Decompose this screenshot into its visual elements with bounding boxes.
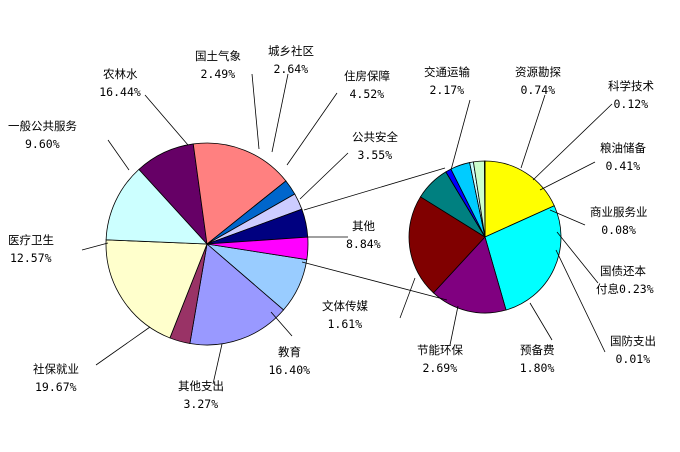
pie1-value-10: 3.55% <box>358 148 393 162</box>
pie2-leader-2 <box>399 277 416 319</box>
pie1-leader-6 <box>144 94 189 146</box>
pie2-leader-1 <box>449 305 459 346</box>
pie1-leader-9 <box>286 92 338 166</box>
pie2-label-5: 科学技术 <box>608 79 654 93</box>
pie1-label-10: 公共安全 <box>352 130 398 144</box>
pie1-leader-10 <box>299 152 349 200</box>
pie1-value-0: 8.84% <box>346 237 381 251</box>
pie1-label-4: 医疗卫生 <box>8 233 54 247</box>
pie1-value-2: 3.27% <box>184 397 219 411</box>
pie2-leader-4 <box>520 94 546 169</box>
pie2-value-1: 2.69% <box>423 361 458 375</box>
pie2-label-4: 资源勘探 <box>515 65 561 79</box>
leader-lines <box>81 73 613 385</box>
pie2-label-0: 预备费 <box>520 343 555 357</box>
pie1-value-8: 2.64% <box>274 62 309 76</box>
pie2-leader-5 <box>532 103 613 181</box>
pie1-label-3: 社保就业 <box>33 362 79 376</box>
connector-bottom <box>301 261 448 301</box>
pie2-leader-0 <box>529 302 553 341</box>
pie1-label-2: 其他支出 <box>178 379 224 393</box>
pie1-leader-8 <box>271 73 289 153</box>
pie2-slice-1 <box>484 205 562 311</box>
pie1-label-7: 国土气象 <box>195 49 241 63</box>
pie2-value-7: 0.08% <box>601 223 636 237</box>
pie2-label-7: 商业服务业 <box>590 205 648 219</box>
pie-connector-lines <box>301 167 448 301</box>
pie2-label-1: 节能环保 <box>417 343 463 357</box>
pie2-label-6: 粮油储备 <box>600 141 646 155</box>
pie2-slice-0 <box>484 160 555 238</box>
pie1-label-9: 住房保障 <box>344 69 390 83</box>
pie1-leader-7 <box>251 73 260 150</box>
pie1-slice-4 <box>105 168 208 245</box>
pie1-label-0: 其他 <box>352 219 375 233</box>
pie1-leader-2 <box>212 343 223 385</box>
pie1-label-8: 城乡社区 <box>268 44 314 58</box>
pie1-leader-1 <box>270 311 293 337</box>
pie1-leader-3 <box>95 326 151 366</box>
pie1-slice-3 <box>105 239 208 339</box>
secondary-pie <box>408 160 562 314</box>
pie1-label-6: 农林水 <box>103 67 138 81</box>
pie2-value-6: 0.41% <box>606 159 641 173</box>
pie2-leader-6 <box>539 161 596 191</box>
pie2-label-8: 国债还本 <box>600 264 646 278</box>
pie2-slice-2 <box>432 236 507 314</box>
pie2-value-0: 1.80% <box>520 361 555 375</box>
pie1-value-4: 12.57% <box>10 251 52 265</box>
pie2-value-5: 0.12% <box>614 97 649 111</box>
pie2-label-3: 交通运输 <box>424 65 470 79</box>
pie1-slice-10 <box>206 236 309 261</box>
pie1-value-9: 4.52% <box>350 87 385 101</box>
pie2-leader-9 <box>555 249 606 353</box>
pie2-value-3: 2.17% <box>430 83 465 97</box>
pie2-value-2: 1.61% <box>328 317 363 331</box>
data-labels: 其他 8.84% 教育 16.40% 其他支出 3.27% 社保就业 19.67% 医疗卫生 12… <box>8 44 656 411</box>
pie1-value-3: 19.67% <box>35 380 77 394</box>
connector-top <box>303 167 446 211</box>
pie2-value-8: 付息0.23% <box>596 282 654 296</box>
pie2-label-2: 文体传媒 <box>322 299 368 313</box>
pie2-label-9: 国防支出 <box>610 334 656 348</box>
pie1-label-5: 一般公共服务 <box>8 119 77 133</box>
pie2-value-9: 0.01% <box>616 352 651 366</box>
pie1-value-5: 9.60% <box>25 137 60 151</box>
main-pie <box>105 142 309 346</box>
pie1-slice-1 <box>189 243 285 346</box>
pie2-slice-3 <box>408 196 486 294</box>
pie1-value-6: 16.44% <box>99 85 141 99</box>
pie2-leader-7 <box>549 209 586 226</box>
pie1-value-7: 2.49% <box>201 67 236 81</box>
pie1-slice-6 <box>192 142 287 245</box>
pie1-leader-4 <box>81 242 109 251</box>
pie2-value-4: 0.74% <box>521 83 556 97</box>
pie2-leader-8 <box>556 231 599 284</box>
pie1-label-1: 教育 <box>278 345 301 359</box>
pie2-leader-3 <box>450 99 471 171</box>
pie1-leader-5 <box>107 139 130 171</box>
pie1-value-1: 16.40% <box>269 363 311 377</box>
